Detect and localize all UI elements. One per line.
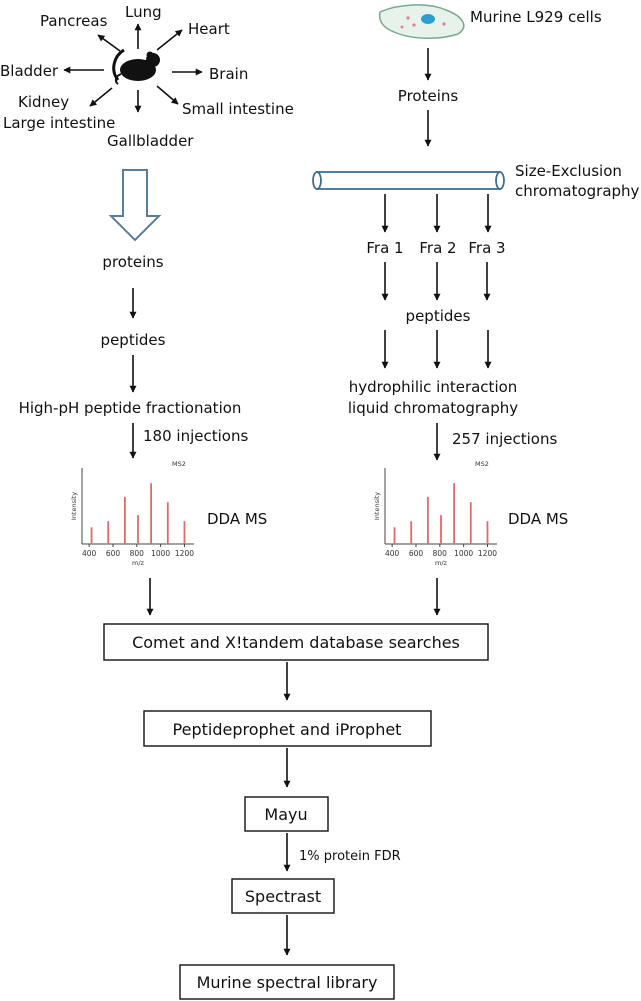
prophet-label: Peptideprophet and iProphet bbox=[173, 720, 402, 739]
fraction-3-label: Fra 3 bbox=[468, 239, 505, 257]
right-peptides-label: peptides bbox=[406, 307, 471, 325]
organ-pancreas: Pancreas bbox=[40, 12, 108, 30]
left-injections-label: 180 injections bbox=[143, 427, 248, 445]
sec-label-line2: chromatography bbox=[515, 182, 640, 200]
left-spectrum-x-tick-label: 1200 bbox=[175, 549, 194, 558]
search-label: Comet and X!tandem database searches bbox=[132, 633, 460, 652]
left-spectrum-ylabel: Intensity bbox=[70, 492, 78, 520]
left-fractionation-label: High-pH peptide fractionation bbox=[19, 399, 242, 417]
fraction-2-label: Fra 2 bbox=[419, 239, 456, 257]
left-proteins-label: proteins bbox=[102, 253, 163, 271]
right-spectrum-xlabel: m/z bbox=[435, 559, 448, 567]
mouse-icon bbox=[112, 48, 160, 85]
right-spectrum-x-tick-label: 1000 bbox=[454, 549, 473, 558]
left-spectrum-x-tick-label: 400 bbox=[82, 549, 97, 558]
organ-arrows bbox=[63, 23, 203, 113]
right-cells-label: Murine L929 cells bbox=[470, 8, 602, 26]
right-ms2-spectrum: 400 600 800 1000 1200 m/z Intensity MS2 bbox=[373, 460, 497, 567]
library-label: Murine spectral library bbox=[197, 973, 378, 992]
sec-column bbox=[312, 171, 505, 190]
right-spectrum-title: MS2 bbox=[475, 460, 489, 468]
organ-gallbladder: Gallbladder bbox=[107, 132, 194, 150]
left-ms2-spectrum: 400 600 800 1000 1200 m/z Intensity MS2 bbox=[70, 460, 194, 567]
mayu-box bbox=[244, 796, 329, 832]
organ-heart: Heart bbox=[188, 20, 230, 38]
organ-brain: Brain bbox=[209, 65, 248, 83]
spectrast-box bbox=[231, 878, 335, 914]
right-injections-label: 257 injections bbox=[452, 430, 557, 448]
fdr-label: 1% protein FDR bbox=[299, 849, 401, 864]
right-spectrum-ylabel: Intensity bbox=[373, 492, 381, 520]
hilic-label-line1: hydrophilic interaction bbox=[349, 378, 518, 396]
left-spectrum-xlabel: m/z bbox=[132, 559, 145, 567]
spectrast-label: Spectrast bbox=[245, 887, 321, 906]
mayu-label: Mayu bbox=[264, 805, 307, 824]
right-spectrum-x-tick-label: 600 bbox=[409, 549, 424, 558]
cell-icon bbox=[378, 4, 465, 40]
left-spectrum-x-tick-label: 600 bbox=[106, 549, 121, 558]
search-box bbox=[103, 623, 489, 661]
block-arrow bbox=[108, 169, 162, 242]
organ-lung: Lung bbox=[125, 3, 162, 21]
sec-label-line1: Size-Exclusion bbox=[515, 162, 622, 180]
left-peptides-label: peptides bbox=[101, 331, 166, 349]
organ-kidney: Kidney bbox=[18, 93, 69, 111]
left-spectrum-x-tick-label: 1000 bbox=[151, 549, 170, 558]
right-spectrum-x-tick-label: 400 bbox=[385, 549, 400, 558]
prophet-box bbox=[143, 710, 432, 747]
hilic-label-line2: liquid chromatography bbox=[348, 399, 518, 417]
right-proteins-label: Proteins bbox=[398, 87, 459, 105]
organ-bladder: Bladder bbox=[0, 62, 59, 80]
left-dda-ms-label: DDA MS bbox=[207, 510, 267, 528]
left-spectrum-title: MS2 bbox=[172, 460, 186, 468]
left-spectrum-x-tick-label: 800 bbox=[130, 549, 145, 558]
organ-small-intestine: Small intestine bbox=[182, 100, 294, 118]
organ-large-intestine: Large intestine bbox=[3, 114, 115, 132]
fraction-1-label: Fra 1 bbox=[366, 239, 403, 257]
right-spectrum-x-tick-label: 1200 bbox=[478, 549, 497, 558]
right-dda-ms-label: DDA MS bbox=[508, 510, 568, 528]
library-box bbox=[179, 964, 395, 1000]
right-spectrum-x-tick-label: 800 bbox=[433, 549, 448, 558]
